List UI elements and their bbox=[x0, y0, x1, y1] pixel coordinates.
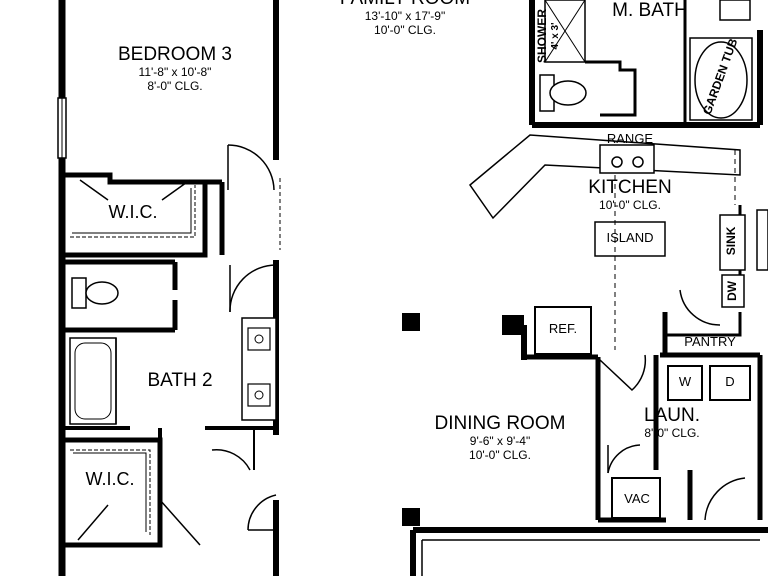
washer bbox=[667, 365, 703, 401]
kitchen-label: KITCHEN 10'-0" CLG. bbox=[570, 177, 690, 213]
dining-room-name: DINING ROOM bbox=[434, 413, 566, 434]
bath2-toilet bbox=[85, 281, 119, 305]
range-label: RANGE bbox=[606, 131, 654, 146]
bedroom3-size: 11'-8" x 10'-8" bbox=[138, 64, 212, 79]
bedroom3-label: BEDROOM 3 11'-8" x 10'-8" 8'-0" CLG. bbox=[100, 44, 250, 93]
bath2-name: BATH 2 bbox=[147, 370, 213, 391]
island-label: ISLAND bbox=[606, 230, 654, 245]
shower-name: SHOWER bbox=[535, 9, 549, 63]
garden-tub bbox=[694, 41, 748, 119]
refrigerator bbox=[534, 306, 592, 355]
ref-label: REF. bbox=[548, 321, 578, 336]
kitchen-counter bbox=[468, 134, 741, 220]
dryer-label: D bbox=[725, 374, 735, 389]
dining-room-ceiling: 10'-0" CLG. bbox=[469, 447, 531, 462]
dining-room-label: DINING ROOM 9'-6" x 9'-4" 10'-0" CLG. bbox=[410, 413, 590, 462]
wic-upper-label: W.I.C. bbox=[108, 202, 158, 222]
family-room-name: FAMILY ROOM bbox=[315, 0, 495, 10]
wic-upper-wall bbox=[62, 172, 208, 258]
kitchen-island bbox=[594, 221, 666, 257]
dw-label: DW bbox=[725, 280, 740, 301]
laundry-name: LAUN. bbox=[644, 405, 700, 426]
laundry-label: LAUN. 8'-0" CLG. bbox=[622, 405, 722, 441]
kitchen-name: KITCHEN bbox=[588, 177, 672, 198]
dryer bbox=[709, 365, 751, 401]
bedroom3-door-swing bbox=[227, 144, 275, 191]
dining-room-size: 9'-6" x 9'-4" bbox=[469, 433, 531, 448]
family-room-label: FAMILY ROOM 13'-10" x 17'-9" 10'-0" CLG. bbox=[315, 0, 495, 37]
family-room-size: 13'-10" x 17'-9" bbox=[364, 8, 446, 23]
washer-label: W bbox=[678, 374, 692, 389]
bedroom3-name: BEDROOM 3 bbox=[117, 44, 233, 65]
wic-lower-label: W.I.C. bbox=[85, 469, 135, 489]
bath2-tub bbox=[69, 337, 117, 425]
master-bath-name: M. BATH bbox=[612, 0, 688, 21]
shower-size: 4' x 3' bbox=[549, 22, 561, 50]
pantry-label: PANTRY bbox=[684, 334, 736, 349]
family-room-ceiling: 10'-0" CLG. bbox=[374, 22, 436, 37]
kitchen-ceiling: 10'-0" CLG. bbox=[599, 197, 661, 212]
laundry-ceiling: 8'-0" CLG. bbox=[644, 425, 700, 440]
shower-label: SHOWER 4' x 3' bbox=[535, 6, 561, 66]
vanity bbox=[241, 317, 277, 421]
master-toilet bbox=[549, 80, 587, 106]
wic-lower-wall bbox=[62, 437, 163, 548]
bedroom3-ceiling: 8'-0" CLG. bbox=[147, 78, 203, 93]
sink-label: SINK bbox=[724, 226, 739, 256]
vac-label: VAC bbox=[624, 491, 650, 506]
